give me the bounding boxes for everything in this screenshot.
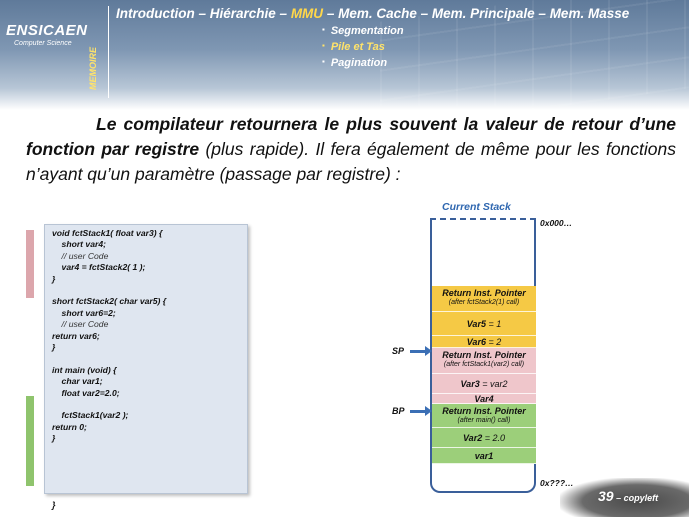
code-line: // user Code (52, 319, 109, 330)
stack-bottom-address: 0x???… (540, 478, 574, 488)
stack-cell-value: = 2.0 (482, 433, 505, 443)
nav-item[interactable]: MMU (290, 6, 324, 21)
stack-cell-note: (after fctStack1(var2) call) (443, 361, 525, 368)
logo-title: ENSICAEN (6, 22, 88, 39)
stack-cell: Var4 (432, 394, 536, 404)
stack-top-mark (430, 218, 536, 230)
stack-cell-label: Var4 (474, 394, 494, 404)
code-line: } (52, 273, 56, 284)
stack-cell-label: Var5 (466, 319, 486, 329)
stack-cell-label: Var3 (460, 379, 480, 389)
footer-suffix: – copyleft (613, 493, 659, 503)
stack-cell-label: var1 (474, 451, 494, 461)
stack-cell-label: Return Inst. Pointer (442, 406, 526, 416)
stack-cell: var1 (432, 448, 536, 464)
paragraph-rest: (plus rapide). Il fera également de même… (26, 139, 676, 184)
paragraph-bold: Le compilateur retournera le plus souven… (26, 114, 676, 159)
stack-cell: Var3 = var2 (432, 374, 536, 394)
code-marker-green (26, 396, 34, 486)
code-line: short var6=2; (52, 307, 116, 318)
nav-separator: – (194, 6, 210, 21)
stack-cell: Var5 = 1 (432, 312, 536, 336)
code-line: short var4; (52, 239, 106, 250)
stack-cell: Var6 = 2 (432, 336, 536, 348)
code-line: } (52, 433, 56, 444)
subnav-item[interactable]: Pile et Tas (322, 41, 404, 57)
stack-cell-value: = 2 (485, 337, 502, 347)
stack-cell-note: (after fctStack2(1) call) (448, 299, 520, 306)
code-line (52, 399, 166, 410)
bp-label: BP (392, 406, 405, 416)
section-tag: MEMOIRE (88, 46, 98, 90)
nav-separator: – (416, 6, 432, 21)
sub-navigation: SegmentationPile et TasPagination (322, 25, 404, 73)
stack-cell-label: Var6 (466, 337, 486, 347)
stack-cell-value: = var2 (479, 379, 508, 389)
stack-top-address: 0x000… (540, 218, 573, 228)
subnav-item[interactable]: Pagination (322, 57, 404, 73)
page-number: 39 (598, 488, 614, 504)
stack-cell-label: Return Inst. Pointer (442, 350, 526, 360)
header-divider (108, 6, 109, 98)
footer-background (560, 478, 689, 517)
stack-cell-note: (after main() call) (457, 417, 511, 424)
stack-cell: Return Inst. Pointer(after fctStack2(1) … (432, 286, 536, 312)
code-listing: void fctStack1( float var3) { short var4… (52, 228, 166, 445)
nav-separator: – (534, 6, 550, 21)
code-line: return 0; (52, 421, 87, 432)
code-tail: } (52, 500, 56, 510)
subnav-item[interactable]: Segmentation (322, 25, 404, 41)
nav-item[interactable]: Mem. Masse (549, 6, 630, 21)
code-line: short fctStack2( char var5) { (52, 296, 167, 307)
code-line (52, 285, 166, 296)
sp-arrow-icon (410, 346, 432, 356)
code-line: return var6; (52, 330, 100, 341)
code-marker-pink (26, 230, 34, 298)
main-paragraph: Le compilateur retournera le plus souven… (26, 112, 676, 187)
nav-item[interactable]: Mem. Principale (431, 6, 535, 21)
stack-title: Current Stack (442, 201, 511, 213)
stack-cell: Return Inst. Pointer(after fctStack1(var… (432, 348, 536, 374)
nav-item[interactable]: Hiérarchie (209, 6, 276, 21)
section-tag-wrap: MEMOIRE (88, 47, 131, 100)
stack-cell-value: = 1 (485, 319, 502, 329)
code-line: void fctStack1( float var3) { (52, 228, 163, 238)
code-box (44, 224, 248, 494)
code-line: int main (void) { (52, 364, 117, 375)
nav-separator: – (323, 6, 339, 21)
code-line: fctStack1(var2 ); (52, 410, 129, 421)
code-line (52, 353, 166, 364)
code-line: var4 = fctStack2( 1 ); (52, 262, 146, 273)
nav-item[interactable]: Mem. Cache (338, 6, 417, 21)
nav-item[interactable]: Introduction (116, 6, 195, 21)
stack-cell: Var2 = 2.0 (432, 428, 536, 448)
stack-cell-label: Var2 (463, 433, 483, 443)
code-line: } (52, 342, 56, 353)
logo-subtitle: Computer Science (14, 40, 72, 47)
code-line: char var1; (52, 376, 103, 387)
code-line: float var2=2.0; (52, 387, 120, 398)
stack-cell: Return Inst. Pointer(after main() call) (432, 404, 536, 428)
stack-cell-label: Return Inst. Pointer (442, 288, 526, 298)
breadcrumb-nav: Introduction – Hiérarchie – MMU – Mem. C… (116, 6, 629, 21)
page-footer: 39 – copyleft (598, 488, 658, 504)
sp-label: SP (392, 346, 405, 356)
code-line: // user Code (52, 250, 109, 261)
nav-separator: – (275, 6, 291, 21)
bp-arrow-icon (410, 406, 432, 416)
